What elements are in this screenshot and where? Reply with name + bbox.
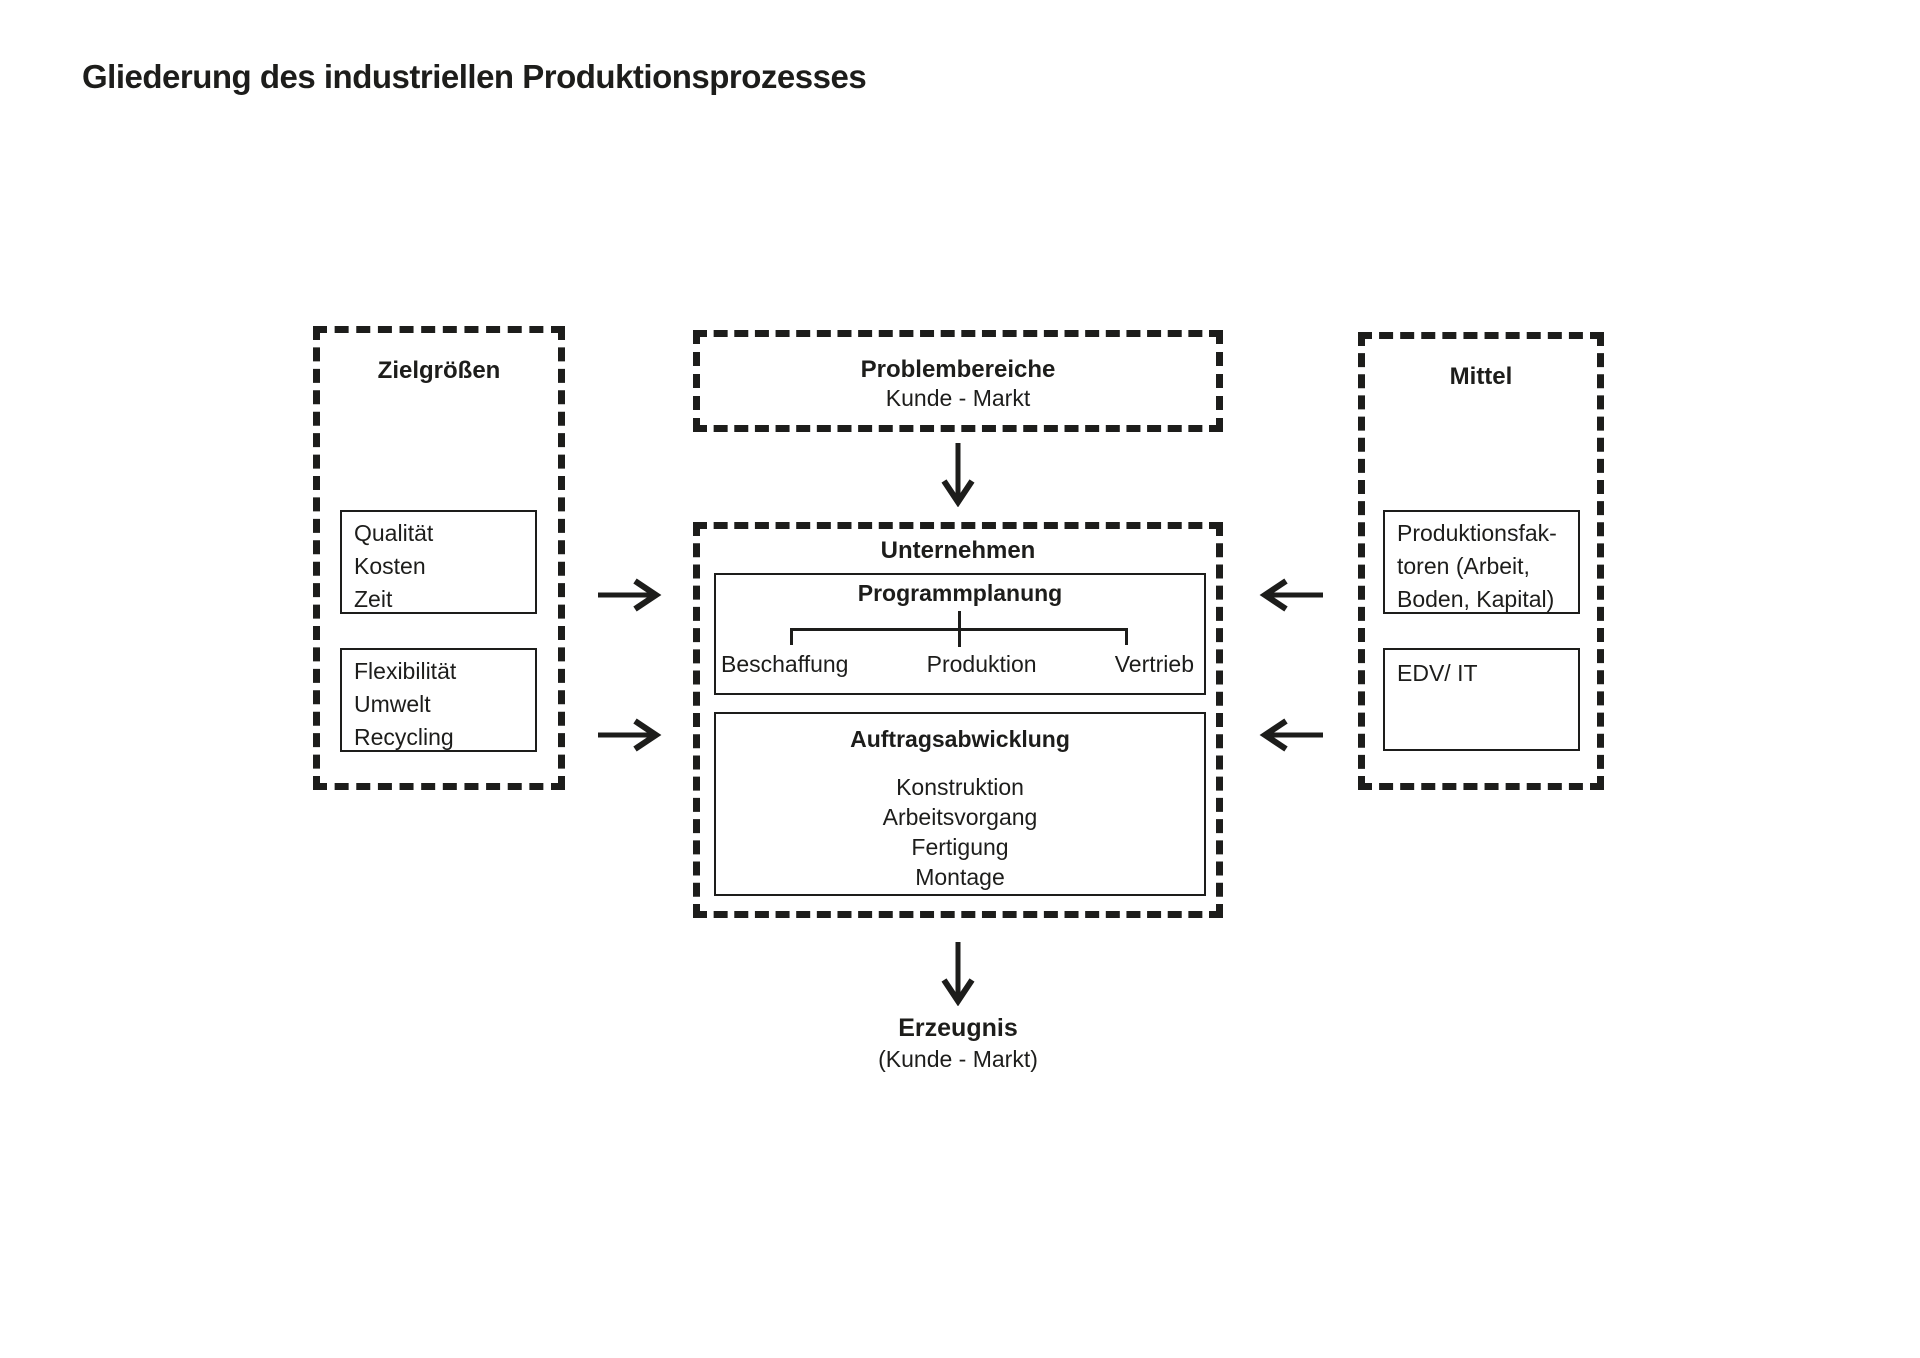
qualitaet-kosten-zeit-box: Qualität Kosten Zeit bbox=[340, 510, 537, 614]
programmplanung-box: Programmplanung Beschaffung Produktion V… bbox=[714, 573, 1206, 695]
child-produktion: Produktion bbox=[926, 651, 1037, 677]
box-line: Recycling bbox=[354, 724, 454, 750]
arrow-down-unternehmen-to-erzeugnis-icon bbox=[941, 942, 975, 1006]
box-line: Boden, Kapital) bbox=[1397, 586, 1555, 612]
arrow-right-zielgroessen-to-unternehmen-top-icon bbox=[598, 578, 662, 612]
child-beschaffung: Beschaffung bbox=[721, 651, 849, 677]
page-title: Gliederung des industriellen Produktions… bbox=[82, 58, 867, 95]
produktionsfaktoren-box: Produktionsfak- toren (Arbeit, Boden, Ka… bbox=[1383, 510, 1580, 614]
programmplanung-label: Programmplanung bbox=[857, 580, 1063, 606]
arrow-down-problembereiche-to-unternehmen-icon bbox=[941, 443, 975, 507]
zielgroessen-group-box: Zielgrößen Qualität Kosten Zeit Flexibil… bbox=[313, 326, 565, 790]
mittel-group-box: Mittel Produktionsfak- toren (Arbeit, Bo… bbox=[1358, 332, 1604, 790]
auftragsabwicklung-label: Auftragsabwicklung bbox=[850, 726, 1070, 752]
box-line: Kosten bbox=[354, 553, 426, 579]
box-line: Umwelt bbox=[354, 691, 431, 717]
erzeugnis-block: Erzeugnis (Kunde - Markt) bbox=[758, 1012, 1158, 1074]
step-line: Montage bbox=[915, 864, 1005, 890]
box-line: Qualität bbox=[354, 520, 434, 546]
box-lines: Qualität Kosten Zeit bbox=[342, 512, 535, 616]
box-lines: Produktionsfak- toren (Arbeit, Boden, Ka… bbox=[1385, 512, 1578, 616]
box-lines: Flexibilität Umwelt Recycling bbox=[342, 650, 535, 754]
edv-it-label: EDV/ IT bbox=[1397, 660, 1478, 686]
problembereiche-label: Problembereiche bbox=[860, 356, 1056, 383]
unternehmen-group-box: Unternehmen Programmplanung Beschaffung … bbox=[693, 522, 1223, 918]
arrow-left-mittel-to-unternehmen-bottom-icon bbox=[1259, 718, 1323, 752]
box-line: Produktionsfak- bbox=[1397, 520, 1557, 546]
problembereiche-group-box: Problembereiche Kunde - Markt bbox=[693, 330, 1223, 432]
programmplanung-children: Beschaffung Produktion Vertrieb bbox=[716, 651, 1204, 678]
step-line: Konstruktion bbox=[896, 774, 1024, 800]
erzeugnis-label: Erzeugnis bbox=[898, 1014, 1018, 1042]
hierarchy-bracket bbox=[790, 628, 1128, 645]
flexibilitaet-umwelt-recycling-box: Flexibilität Umwelt Recycling bbox=[340, 648, 537, 752]
box-line: toren (Arbeit, bbox=[1397, 553, 1530, 579]
zielgroessen-label: Zielgrößen bbox=[377, 357, 501, 384]
step-line: Fertigung bbox=[911, 834, 1009, 860]
mittel-label: Mittel bbox=[1449, 363, 1513, 390]
arrow-right-zielgroessen-to-unternehmen-bottom-icon bbox=[598, 718, 662, 752]
edv-it-box: EDV/ IT bbox=[1383, 648, 1580, 751]
problembereiche-sublabel: Kunde - Markt bbox=[885, 385, 1031, 411]
step-line: Arbeitsvorgang bbox=[882, 804, 1038, 830]
box-line: Flexibilität bbox=[354, 658, 457, 684]
auftragsabwicklung-box: Auftragsabwicklung Konstruktion Arbeitsv… bbox=[714, 712, 1206, 896]
child-vertrieb: Vertrieb bbox=[1114, 651, 1194, 677]
auftragsabwicklung-steps: Konstruktion Arbeitsvorgang Fertigung Mo… bbox=[716, 772, 1204, 892]
arrow-left-mittel-to-unternehmen-top-icon bbox=[1259, 578, 1323, 612]
box-line: Zeit bbox=[354, 586, 393, 612]
erzeugnis-sublabel: (Kunde - Markt) bbox=[878, 1046, 1038, 1072]
unternehmen-label: Unternehmen bbox=[880, 537, 1036, 564]
